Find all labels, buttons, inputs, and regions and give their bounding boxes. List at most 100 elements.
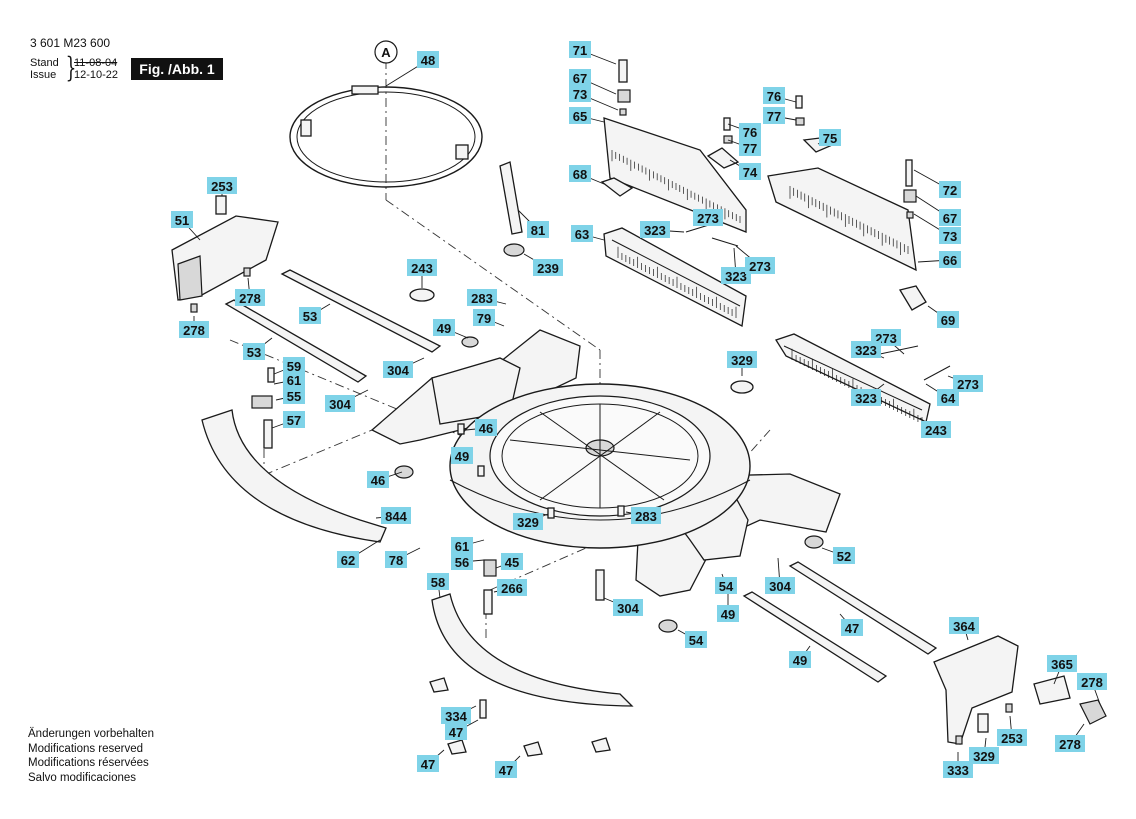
stand-label: Stand xyxy=(30,57,59,69)
callout-label: 68 xyxy=(573,167,587,182)
callout-label: 51 xyxy=(175,213,189,228)
rods-part-53 xyxy=(224,269,442,383)
callout-box xyxy=(171,211,193,228)
brace-symbol: } xyxy=(65,51,77,84)
callout-label: 69 xyxy=(941,313,955,328)
callout-label: 54 xyxy=(689,633,704,648)
callout-box xyxy=(939,209,961,226)
callout-box xyxy=(533,259,563,276)
callout-box xyxy=(727,351,757,368)
issue-label: Issue xyxy=(30,69,57,81)
detail-marker-text: A xyxy=(381,45,391,60)
base-hardware xyxy=(251,336,824,719)
callout-box xyxy=(473,309,495,326)
callout-box xyxy=(569,41,591,58)
callout-label: 278 xyxy=(183,323,205,338)
callout-label: 64 xyxy=(941,391,956,406)
callout-label: 46 xyxy=(371,473,385,488)
callout-box xyxy=(851,389,881,406)
callout-box xyxy=(819,129,841,146)
callout-label: 47 xyxy=(499,763,513,778)
callout-label: 283 xyxy=(635,509,657,524)
fence-part-65 xyxy=(603,117,747,233)
callout-box xyxy=(527,221,549,238)
callout-label: 48 xyxy=(421,53,435,68)
callout-box xyxy=(1047,655,1077,672)
callout-label: 304 xyxy=(617,601,639,616)
note-line: Modifications reserved xyxy=(28,742,144,755)
callout-label: 72 xyxy=(943,183,957,198)
callout-box xyxy=(949,617,979,634)
callout-label: 364 xyxy=(953,619,975,634)
callout-label: 253 xyxy=(1001,731,1023,746)
callout-box xyxy=(939,181,961,198)
callout-label: 58 xyxy=(431,575,445,590)
callout-box xyxy=(417,755,439,772)
figure-badge: Fig. /Abb. 1 xyxy=(131,58,223,80)
callout-box xyxy=(569,165,591,182)
callout-label: 59 xyxy=(287,359,301,374)
callout-label: 71 xyxy=(573,43,587,58)
callout-box xyxy=(571,225,593,242)
callout-label: 49 xyxy=(455,449,469,464)
callout-label: 45 xyxy=(505,555,519,570)
callout-box xyxy=(451,553,473,570)
callout-box xyxy=(763,87,785,104)
rods-part-54 xyxy=(742,561,938,683)
callout-label: 273 xyxy=(697,211,719,226)
callout-label: 56 xyxy=(455,555,469,570)
callout-label: 329 xyxy=(731,353,753,368)
callout-box xyxy=(325,395,355,412)
callout-label: 323 xyxy=(855,343,877,358)
callout-label: 47 xyxy=(845,621,859,636)
callout-box xyxy=(283,357,305,374)
modification-notes: Änderungen vorbehalten Modifications res… xyxy=(28,727,154,785)
callout-label: 278 xyxy=(239,291,261,306)
callout-box xyxy=(451,447,473,464)
base-casting xyxy=(370,329,841,597)
callout-box xyxy=(937,389,959,406)
arc-plate-part-45 xyxy=(431,593,634,707)
callout-label: 323 xyxy=(855,391,877,406)
callout-box xyxy=(417,51,439,68)
callout-label: 62 xyxy=(341,553,355,568)
rail-part-63 xyxy=(603,227,747,327)
callout-label: 75 xyxy=(823,131,837,146)
callout-box xyxy=(283,387,305,404)
callout-box xyxy=(445,723,467,740)
callout-box xyxy=(943,761,973,778)
callout-label: 329 xyxy=(973,749,995,764)
callout-label: 47 xyxy=(421,757,435,772)
callout-box xyxy=(569,85,591,102)
callout-label: 844 xyxy=(385,509,407,524)
callout-label: 63 xyxy=(575,227,589,242)
callout-box xyxy=(243,343,265,360)
callout-box xyxy=(501,553,523,570)
callout-box xyxy=(497,579,527,596)
bracket-part-52 xyxy=(933,635,1107,745)
callout-label: 73 xyxy=(573,87,587,102)
callout-label: 52 xyxy=(837,549,851,564)
callout-box xyxy=(451,537,473,554)
callout-label: 57 xyxy=(287,413,301,428)
callout-label: 79 xyxy=(477,311,491,326)
clips-part-47 xyxy=(429,677,611,757)
callout-label: 76 xyxy=(767,89,781,104)
callout-label: 77 xyxy=(767,109,781,124)
callout-box xyxy=(385,551,407,568)
issue-date: 12-10-22 xyxy=(74,69,119,81)
callout-box xyxy=(427,573,449,590)
callout-label: 334 xyxy=(445,709,467,724)
callout-box xyxy=(921,421,951,438)
callout-box xyxy=(283,411,305,428)
callout-box xyxy=(367,471,389,488)
callout-box xyxy=(569,107,591,124)
note-line: Modifications réservées xyxy=(28,757,149,769)
callout-box xyxy=(763,107,785,124)
callout-label: 266 xyxy=(501,581,523,596)
callout-box xyxy=(969,747,999,764)
callout-label: 49 xyxy=(721,607,735,622)
callout-box xyxy=(640,221,670,238)
